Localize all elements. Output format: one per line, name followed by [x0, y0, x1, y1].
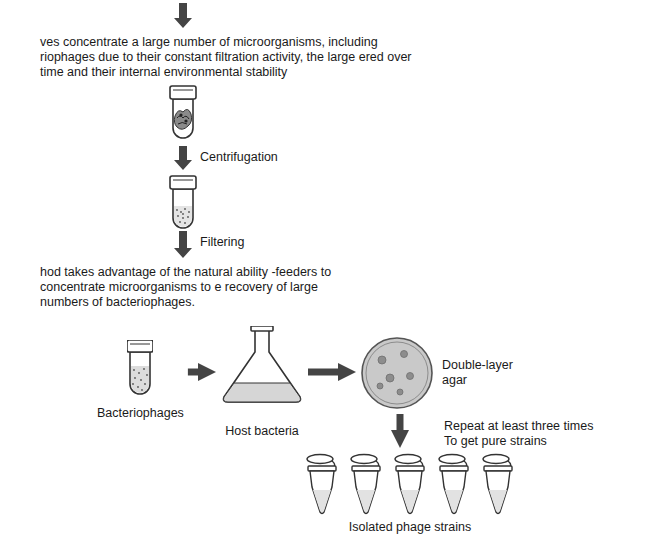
node-label: Host bacteria — [220, 424, 304, 439]
node-label: Double-layer agar — [442, 358, 524, 388]
agar-plate: Double-layer agar — [360, 336, 524, 410]
host-flask: Host bacteria — [220, 326, 304, 439]
node-label: Isolated phage strains — [302, 520, 518, 535]
flow-arrow — [188, 369, 202, 376]
node-label: Bacteriophages — [97, 406, 184, 421]
description-text: hod takes advantage of the natural abili… — [40, 265, 340, 310]
phage-strain-tubes: Isolated phage strains — [302, 452, 518, 535]
flow-arrow — [174, 3, 192, 28]
flow-arrow — [397, 414, 404, 434]
tissue-tube — [170, 86, 196, 138]
flow-arrow — [308, 369, 342, 376]
step-label: Filtering — [200, 235, 244, 250]
step-label: Centrifugation — [200, 150, 278, 165]
edge-label: Repeat at least three times To get pure … — [444, 419, 609, 449]
flow-arrow — [174, 146, 192, 170]
host-flask-drawing — [220, 326, 304, 404]
description-text: ves concentrate a large number of microo… — [40, 35, 432, 80]
agar-plate-drawing — [360, 336, 434, 410]
phage-tube: Bacteriophages — [97, 340, 184, 421]
filtrate-tube — [170, 176, 196, 228]
phage-strain-tubes-drawing — [302, 452, 518, 516]
phage-tube-drawing — [127, 340, 153, 398]
flow-arrow — [174, 231, 192, 258]
